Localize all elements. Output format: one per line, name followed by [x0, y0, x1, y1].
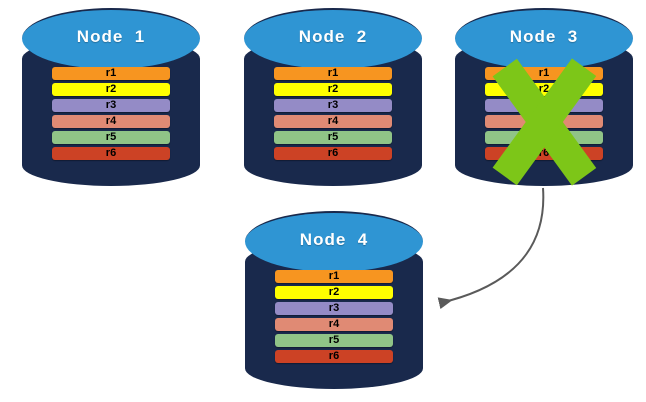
- row-bar-r2[interactable]: r2: [52, 83, 170, 96]
- row-bar-r6[interactable]: r6: [275, 350, 393, 363]
- node-2-rows: r1 r2 r3 r4 r5 r6: [244, 67, 422, 160]
- row-bar-r3[interactable]: r3: [275, 302, 393, 315]
- node-1-label: Node 1: [76, 27, 146, 46]
- node-3-label: Node 3: [509, 27, 579, 46]
- node-1-rows: r1 r2 r3 r4 r5 r6: [22, 67, 200, 160]
- node-2-label: Node 2: [298, 27, 368, 46]
- node-2[interactable]: Node 2 r1 r2 r3 r4 r5 r6: [244, 8, 422, 186]
- row-bar-r5[interactable]: r5: [274, 131, 392, 144]
- cylinder-shape-node-1: [22, 8, 200, 186]
- row-bar-r2[interactable]: r2: [485, 83, 603, 96]
- row-bar-r5[interactable]: r5: [52, 131, 170, 144]
- row-bar-r6[interactable]: r6: [274, 147, 392, 160]
- row-bar-r1[interactable]: r1: [485, 67, 603, 80]
- row-bar-r1[interactable]: r1: [275, 270, 393, 283]
- node-4[interactable]: Node 4 r1 r2 r3 r4 r5 r6: [245, 211, 423, 389]
- cylinder-shape-node-2: [244, 8, 422, 186]
- row-bar-r2[interactable]: r2: [275, 286, 393, 299]
- row-bar-r4[interactable]: r4: [485, 115, 603, 128]
- node-4-rows: r1 r2 r3 r4 r5 r6: [245, 270, 423, 363]
- row-bar-r5[interactable]: r5: [275, 334, 393, 347]
- row-bar-r6[interactable]: r6: [485, 147, 603, 160]
- arrow-path: [437, 187, 545, 310]
- node-3[interactable]: Node 3 r1 r2 r3 r4 r5 r6: [455, 8, 633, 186]
- node-1[interactable]: Node 1 r1 r2 r3 r4 r5 r6: [22, 8, 200, 186]
- row-bar-r3[interactable]: r3: [485, 99, 603, 112]
- row-bar-r3[interactable]: r3: [274, 99, 392, 112]
- node-3-rows: r1 r2 r3 r4 r5 r6: [455, 67, 633, 160]
- row-bar-r2[interactable]: r2: [274, 83, 392, 96]
- row-bar-r1[interactable]: r1: [52, 67, 170, 80]
- row-bar-r4[interactable]: r4: [274, 115, 392, 128]
- cylinder-top: [244, 8, 422, 69]
- row-bar-r4[interactable]: r4: [275, 318, 393, 331]
- cylinder-shape-node-4: [245, 211, 423, 389]
- cylinder-top: [245, 211, 423, 272]
- row-bar-r1[interactable]: r1: [274, 67, 392, 80]
- node-4-label: Node 4: [299, 230, 369, 249]
- row-bar-r4[interactable]: r4: [52, 115, 170, 128]
- row-bar-r5[interactable]: r5: [485, 131, 603, 144]
- row-bar-r3[interactable]: r3: [52, 99, 170, 112]
- cylinder-top: [22, 8, 200, 69]
- row-bar-r6[interactable]: r6: [52, 147, 170, 160]
